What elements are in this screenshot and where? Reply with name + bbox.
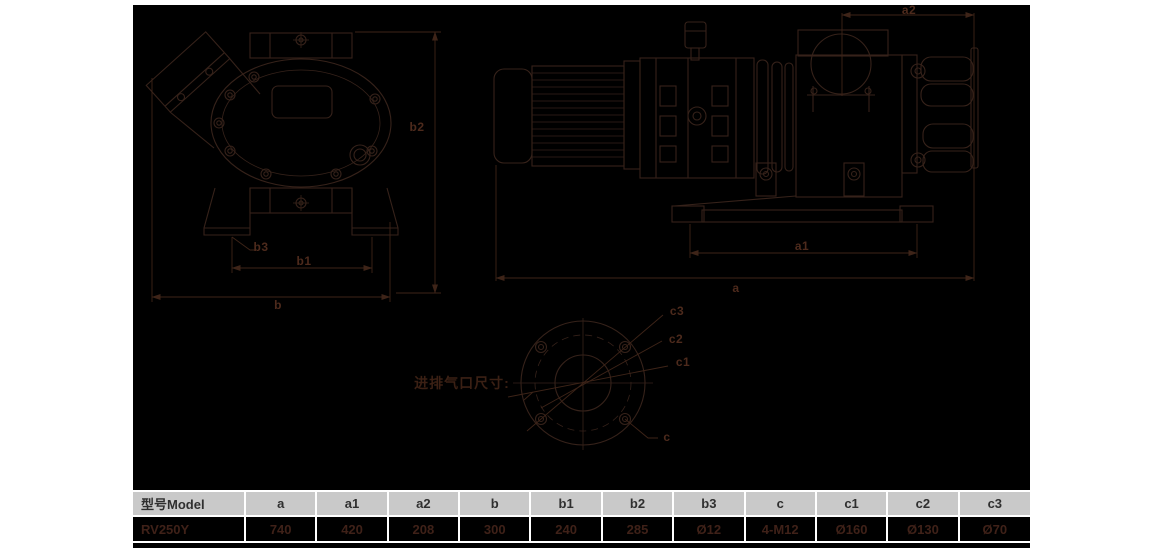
dim-label-c: c (663, 430, 671, 444)
header-a: a (245, 490, 318, 517)
spec-table-header-row: 型号Model a a1 a2 b b1 b2 b3 c c1 c2 c3 (133, 490, 1030, 517)
value-a1: 420 (316, 516, 389, 543)
header-c2: c2 (887, 490, 960, 517)
flange-caption: 进排气口尺寸: (414, 375, 510, 391)
value-c3: Ø70 (958, 516, 1030, 543)
header-b1: b1 (530, 490, 603, 517)
value-a2: 208 (387, 516, 461, 543)
value-b3: Ø12 (673, 516, 746, 543)
value-model: RV250Y (133, 516, 246, 543)
dim-label-a1: a1 (794, 239, 810, 253)
header-a2: a2 (387, 490, 461, 517)
front-view-drawing (145, 31, 441, 302)
dim-label-a2: a2 (901, 3, 917, 17)
value-b1: 240 (530, 516, 603, 543)
header-model: 型号Model (133, 490, 246, 517)
header-c1: c1 (815, 490, 889, 517)
header-b2: b2 (601, 490, 675, 517)
side-view-drawing (493, 12, 979, 281)
flange-view-drawing (507, 314, 669, 450)
value-c2: Ø130 (887, 516, 960, 543)
header-a1: a1 (316, 490, 389, 517)
dim-label-c2: c2 (668, 332, 684, 346)
header-b: b (459, 490, 532, 517)
value-b2: 285 (601, 516, 675, 543)
pump-line-drawing (145, 12, 979, 450)
dim-label-b1: b1 (296, 254, 312, 268)
spec-table: 型号Model a a1 a2 b b1 b2 b3 c c1 c2 c3 RV… (133, 490, 1030, 543)
value-b: 300 (459, 516, 532, 543)
dim-label-b2: b2 (409, 120, 425, 134)
value-c1: Ø160 (815, 516, 889, 543)
header-b3: b3 (673, 490, 746, 517)
technical-drawing-canvas: b2 b3 b1 b a2 a1 a c3 c2 c1 c 进排气口尺寸: 型号… (133, 3, 1030, 548)
dim-label-c3: c3 (669, 304, 685, 318)
dim-label-b: b (274, 298, 282, 312)
dim-label-b3: b3 (253, 240, 269, 254)
spec-table-value-row: RV250Y 740 420 208 300 240 285 Ø12 4-M12… (133, 516, 1030, 543)
dim-label-a: a (732, 281, 740, 295)
header-c: c (744, 490, 817, 517)
value-c: 4-M12 (744, 516, 817, 543)
dim-label-c1: c1 (675, 355, 691, 369)
value-a: 740 (245, 516, 318, 543)
header-c3: c3 (958, 490, 1030, 517)
